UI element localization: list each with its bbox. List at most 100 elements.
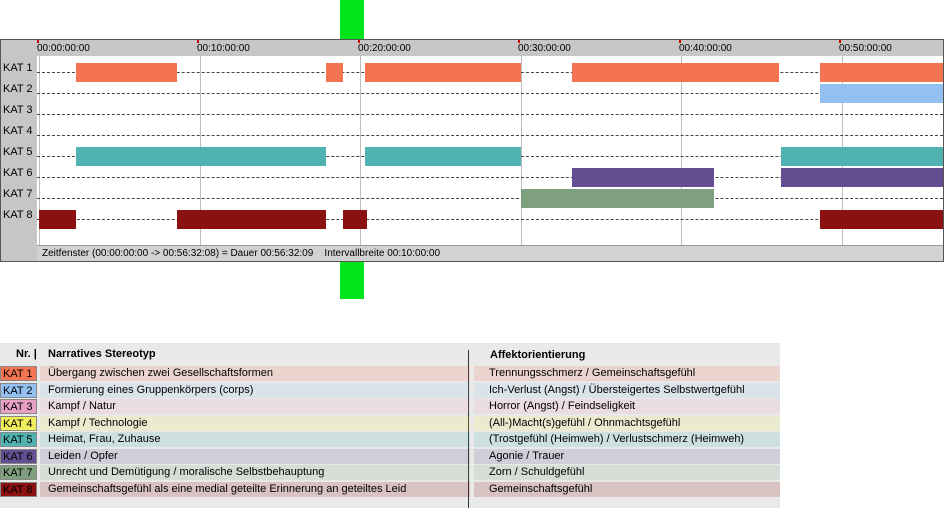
segment-bar-kat8[interactable] bbox=[820, 210, 943, 229]
segment-bar-kat5[interactable] bbox=[781, 147, 943, 166]
legend-affekt: (Trostgefühl (Heimweh) / Verlustschmerz … bbox=[489, 433, 745, 445]
ruler-tick-10: 00:10:00:00 bbox=[197, 43, 250, 54]
legend-header-stereotyp: Narratives Stereotyp bbox=[48, 348, 156, 360]
legend-stereotyp: Gemeinschaftsgefühl als eine medial gete… bbox=[48, 482, 407, 495]
legend-row: KAT 1 Übergang zwischen zwei Gesellschaft… bbox=[0, 366, 780, 381]
timeline-panel: KAT 1 KAT 2 KAT 3 KAT 4 KAT 5 KAT 6 KAT … bbox=[0, 39, 944, 262]
legend-row-tint bbox=[474, 399, 780, 414]
legend-affekt: Horror (Angst) / Feindseligkeit bbox=[489, 400, 636, 412]
segment-bar-kat8[interactable] bbox=[343, 210, 367, 229]
segment-bar-kat1[interactable] bbox=[820, 63, 943, 82]
row-baseline bbox=[37, 135, 943, 136]
legend-affekt: Ich-Verlust (Angst) / Übersteigertes Sel… bbox=[489, 383, 745, 396]
legend-swatch: KAT 8 bbox=[0, 481, 37, 497]
legend-affekt: Agonie / Trauer bbox=[489, 449, 565, 462]
legend-row-tint bbox=[474, 448, 780, 464]
legend-divider bbox=[468, 350, 469, 508]
legend-swatch: KAT 4 bbox=[0, 415, 37, 431]
legend-stereotyp: Leiden / Opfer bbox=[48, 449, 118, 462]
legend-swatch: KAT 6 bbox=[0, 448, 37, 464]
legend-affekt: Trennungsschmerz / Gemeinschaftsgefühl bbox=[489, 367, 696, 379]
segment-bar-kat1[interactable] bbox=[365, 63, 521, 82]
legend-swatch: KAT 7 bbox=[0, 465, 37, 480]
ruler-tick-mark bbox=[518, 40, 520, 43]
row-label-kat5: KAT 5 bbox=[3, 146, 33, 158]
legend-row-tint bbox=[474, 465, 780, 480]
row-label-kat6: KAT 6 bbox=[3, 167, 33, 179]
time-ruler[interactable]: 00:00:00:00 00:10:00:00 00:20:00:00 00:3… bbox=[37, 40, 943, 56]
segment-bar-kat1[interactable] bbox=[76, 63, 177, 82]
ruler-tick-50: 00:50:00:00 bbox=[839, 43, 892, 54]
status-bar: Zeitfenster (00:00:00:00 -> 00:56:32:08)… bbox=[37, 245, 943, 261]
legend-swatch: KAT 2 bbox=[0, 382, 37, 398]
legend-row-tint bbox=[40, 382, 470, 398]
row-label-kat4: KAT 4 bbox=[3, 125, 33, 137]
row-label-kat2: KAT 2 bbox=[3, 83, 33, 95]
row-label-kat1: KAT 1 bbox=[3, 62, 33, 74]
segment-bar-kat2[interactable] bbox=[820, 84, 943, 103]
category-legend: Nr. | Narratives Stereotyp Affektorienti… bbox=[0, 343, 780, 508]
legend-row-tint bbox=[40, 399, 470, 414]
legend-row-tint bbox=[40, 448, 470, 464]
segment-bar-kat8[interactable] bbox=[39, 210, 76, 229]
row-label-kat7: KAT 7 bbox=[3, 188, 33, 200]
legend-affekt: (All-)Macht(s)gefühl / Ohnmachtsgefühl bbox=[489, 416, 681, 429]
grid-line bbox=[39, 56, 40, 245]
ruler-tick-mark bbox=[37, 40, 39, 43]
legend-swatch: KAT 5 bbox=[0, 432, 37, 447]
legend-header-affekt: Affektorientierung bbox=[490, 349, 586, 361]
segment-bar-kat6[interactable] bbox=[572, 168, 714, 187]
legend-stereotyp: Übergang zwischen zwei Gesellschaftsform… bbox=[48, 367, 273, 379]
segment-bar-kat1[interactable] bbox=[572, 63, 779, 82]
row-baseline bbox=[37, 198, 943, 199]
segment-bar-kat6[interactable] bbox=[781, 168, 943, 187]
segment-bar-kat8[interactable] bbox=[177, 210, 326, 229]
ruler-tick-mark bbox=[679, 40, 681, 43]
row-baseline bbox=[37, 177, 943, 178]
segment-bar-kat7[interactable] bbox=[521, 189, 714, 208]
legend-row-tint bbox=[40, 366, 470, 381]
legend-row: KAT 8 Gemeinschaftsgefühl als eine medial… bbox=[0, 481, 780, 497]
ruler-tick-40: 00:40:00:00 bbox=[679, 43, 732, 54]
legend-row-tint bbox=[474, 432, 780, 447]
legend-stereotyp: Formierung eines Gruppenkörpers (corps) bbox=[48, 383, 254, 396]
legend-affekt: Zorn / Schuldgefühl bbox=[489, 466, 585, 478]
timeline-plot-area[interactable] bbox=[37, 56, 943, 245]
row-baseline bbox=[37, 114, 943, 115]
legend-row: KAT 5 Heimat, Frau, Zuhause (Trostgefühl (… bbox=[0, 432, 780, 447]
legend-swatch: KAT 1 bbox=[0, 366, 37, 381]
legend-swatch: KAT 3 bbox=[0, 399, 37, 414]
grid-line bbox=[521, 56, 522, 245]
ruler-tick-mark bbox=[197, 40, 199, 43]
ruler-tick-30: 00:30:00:00 bbox=[518, 43, 571, 54]
legend-row: KAT 3 Kampf / Natur Horror (Angst) / Feind… bbox=[0, 399, 780, 414]
legend-row-tint bbox=[474, 481, 780, 497]
legend-stereotyp: Kampf / Technologie bbox=[48, 416, 148, 429]
legend-row-tint bbox=[40, 481, 470, 497]
row-baseline bbox=[37, 219, 943, 220]
segment-bar-kat1[interactable] bbox=[326, 63, 343, 82]
legend-row-tint bbox=[474, 366, 780, 381]
legend-row: KAT 4 Kampf / Technologie (All-)Macht(s)ge… bbox=[0, 415, 780, 431]
grid-line bbox=[681, 56, 682, 245]
playhead-marker-bottom[interactable] bbox=[340, 262, 364, 299]
ruler-tick-mark bbox=[839, 40, 841, 43]
ruler-tick-0: 00:00:00:00 bbox=[37, 43, 90, 54]
legend-stereotyp: Heimat, Frau, Zuhause bbox=[48, 433, 161, 445]
ruler-tick-20: 00:20:00:00 bbox=[358, 43, 411, 54]
row-label-column: KAT 1 KAT 2 KAT 3 KAT 4 KAT 5 KAT 6 KAT … bbox=[1, 40, 37, 261]
segment-bar-kat5[interactable] bbox=[365, 147, 521, 166]
legend-row-tint bbox=[40, 415, 470, 431]
row-label-kat3: KAT 3 bbox=[3, 104, 33, 116]
grid-line bbox=[360, 56, 361, 245]
segment-bar-kat5[interactable] bbox=[76, 147, 326, 166]
ruler-tick-mark bbox=[358, 40, 360, 43]
legend-row-tint bbox=[40, 465, 470, 480]
legend-affekt: Gemeinschaftsgefühl bbox=[489, 482, 593, 495]
row-label-kat8: KAT 8 bbox=[3, 209, 33, 221]
legend-row: KAT 6 Leiden / Opfer Agonie / Trauer bbox=[0, 448, 780, 464]
legend-stereotyp: Kampf / Natur bbox=[48, 400, 116, 412]
playhead-marker-top[interactable] bbox=[340, 0, 364, 39]
legend-row-tint bbox=[40, 432, 470, 447]
